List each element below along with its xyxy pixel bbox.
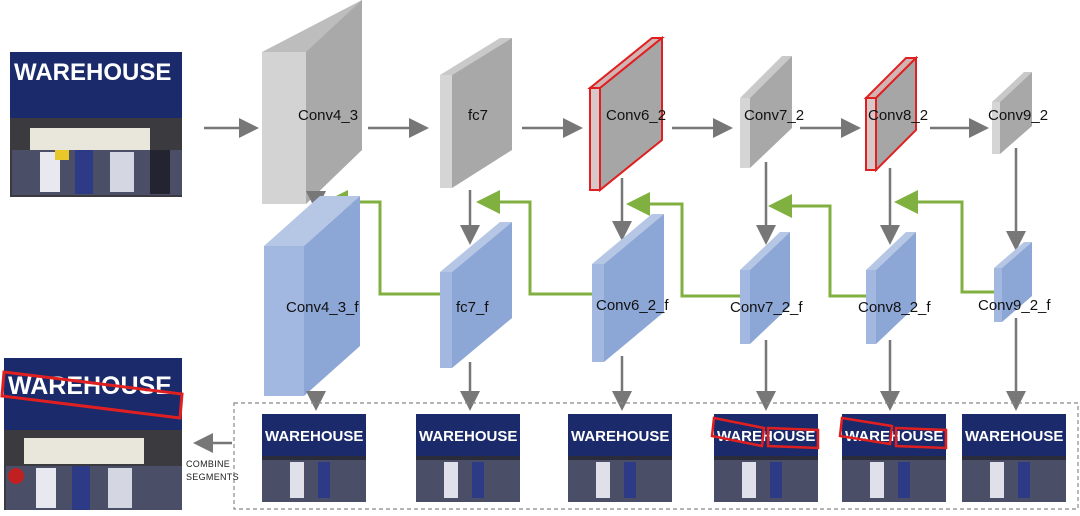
layer-label: Conv9_2	[988, 107, 1048, 124]
combine-label-line1: COMBINE	[186, 459, 230, 469]
layer-block-conv8-2: Conv8_2	[863, 55, 928, 173]
layer-label: Conv6_2	[606, 107, 666, 124]
thumb-sign-text: WAREHOUSE	[571, 428, 669, 445]
detection-box	[838, 416, 894, 446]
detection-box	[766, 426, 820, 450]
layer-block-conv9-2: Conv9_2	[988, 72, 1048, 154]
layer-block-conv7-2: Conv7_2	[740, 56, 804, 168]
fused-label: Conv7_2_f	[730, 299, 803, 316]
fused-label: fc7_f	[456, 299, 489, 316]
layer-label: Conv8_2	[868, 107, 928, 124]
layer-label: fc7	[468, 107, 488, 124]
fused-label: Conv4_3_f	[286, 299, 359, 316]
detection-box	[894, 426, 948, 450]
fused-block-conv6-2-f: Conv6_2_f	[592, 214, 669, 362]
fused-block-conv4-3-f: Conv4_3_f	[264, 196, 360, 396]
fused-block-conv9-2-f: Conv9_2_f	[978, 242, 1051, 322]
layer-label: Conv4_3	[298, 107, 358, 124]
segment-thumb-2: WAREHOUSE	[416, 414, 520, 502]
segment-thumb-3: WAREHOUSE	[568, 414, 672, 502]
fused-label: Conv6_2_f	[596, 297, 669, 314]
combine-label-line2: SEGMENTS	[186, 472, 239, 482]
output-detection-box	[0, 370, 184, 420]
down-arrows-top	[306, 148, 1026, 251]
fused-label: Conv8_2_f	[858, 299, 931, 316]
thumb-sign-text: WAREHOUSE	[265, 428, 363, 445]
input-sign-text: WAREHOUSE	[14, 59, 171, 86]
layer-block-conv6-2: Conv6_2	[587, 35, 666, 193]
layer-block-conv4-3: Conv4_3	[262, 0, 362, 204]
down-arrows-bottom	[306, 318, 1026, 411]
layer-block-fc7: fc7	[440, 38, 512, 188]
input-image: WAREHOUSE	[10, 52, 182, 197]
segment-thumb-4: WAREHOUSE	[710, 414, 820, 502]
segments-box	[233, 402, 1079, 510]
segment-thumb-6: WAREHOUSE	[962, 414, 1066, 502]
thumb-sign-text: WAREHOUSE	[419, 428, 517, 445]
segment-thumb-1: WAREHOUSE	[262, 414, 366, 502]
detection-box	[710, 416, 766, 448]
layer-label: Conv7_2	[744, 107, 804, 124]
output-image: WAREHOUSE	[0, 358, 184, 510]
fused-label: Conv9_2_f	[978, 297, 1051, 314]
fused-block-conv7-2-f: Conv7_2_f	[730, 232, 803, 344]
thumb-sign-text: WAREHOUSE	[965, 428, 1063, 445]
fused-block-fc7-f: fc7_f	[440, 222, 512, 368]
fused-block-conv8-2-f: Conv8_2_f	[858, 232, 931, 344]
segment-thumb-5: WAREHOUSE	[838, 414, 948, 502]
